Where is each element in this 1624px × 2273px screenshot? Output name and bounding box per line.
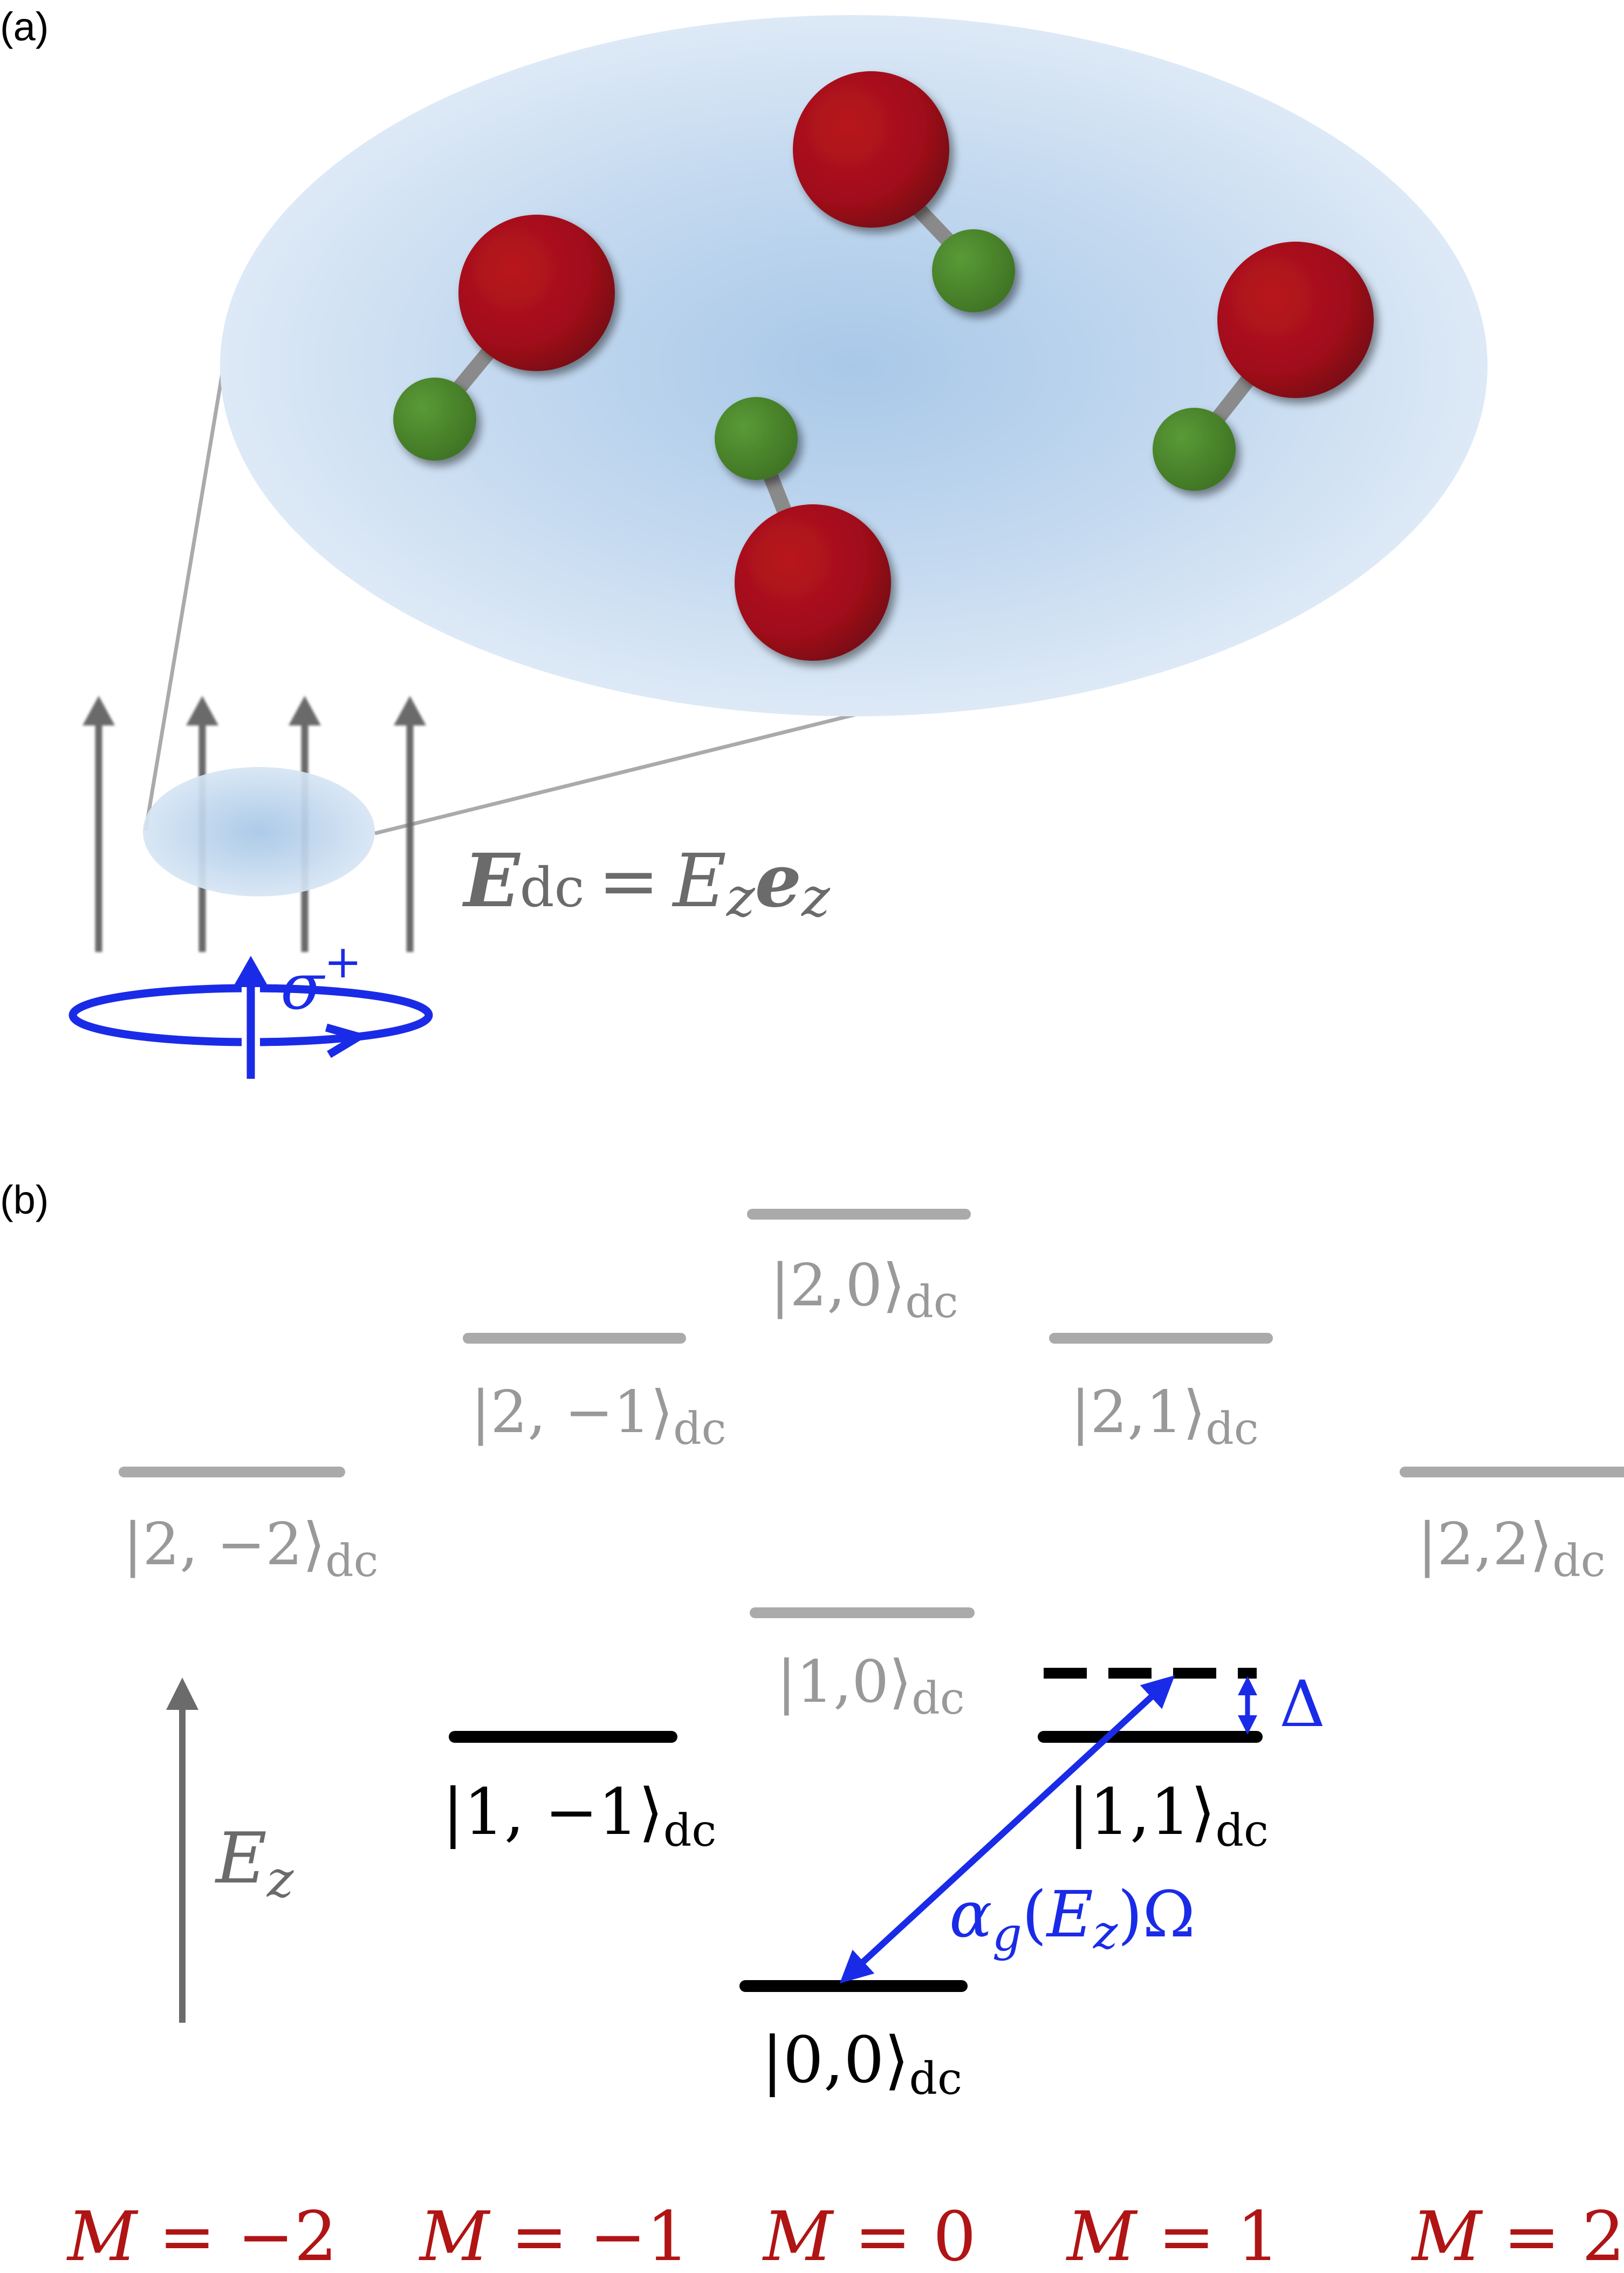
panel-a-label: (a) [0,4,49,49]
zoom-line-lower [374,713,855,836]
molecule-3 [1153,242,1374,491]
zoom-line-upper [143,364,226,831]
coupling-label: αg(Ez)Ω [949,1877,1195,1962]
hydrogen-atom [1153,408,1236,491]
hydrogen-atom [932,229,1015,312]
ket-2-1: |2,1⟩dc [1071,1379,1259,1455]
ket-2-m1: |2, −1⟩dc [471,1379,727,1455]
edc-subscript: dc [520,856,585,919]
m-label-minus-2: M = −2 [66,2197,337,2273]
energy-axis-label: Ez [215,1817,294,1909]
unit-vector-subscript: z [801,866,831,929]
oxygen-atom [735,504,891,661]
m-label-minus-1: M = −1 [419,2197,689,2273]
ket-1-1: |1,1⟩dc [1068,1775,1269,1857]
field-equation: Edc=Ezez [462,838,831,929]
hydrogen-atom [393,378,476,461]
oxygen-atom [1217,242,1374,398]
edc-symbol: E [462,838,521,924]
polarization-icon [68,956,433,1079]
ket-2-2: |2,2⟩dc [1417,1511,1606,1587]
ez-symbol: E [671,839,727,924]
oxygen-atom [793,71,949,228]
ez-subscript: z [726,866,756,929]
ket-2-0: |2,0⟩dc [770,1252,958,1328]
coupling-arrow [839,1675,1175,1984]
ket-2-m2: |2, −2⟩dc [123,1511,379,1587]
ket-1-m1: |1, −1⟩dc [442,1775,716,1857]
equals-sign: = [598,839,660,924]
oxygen-atom [458,215,615,371]
m-label-0: M = 0 [762,2197,976,2273]
panel-b-label: (b) [0,1177,49,1222]
levels-n2 [119,1209,1624,1618]
sigma-plus-label: σ+ [280,935,362,1024]
ket-0-0: |0,0⟩dc [762,2023,962,2105]
m-label-1: M = 1 [1066,2197,1280,2273]
ket-1-0: |1,0⟩dc [777,1648,965,1724]
m-labels: M = −2 M = −1 M = 0 M = 1 M = 2 [66,2197,1624,2273]
m-label-2: M = 2 [1411,2197,1624,2273]
molecule-cloud [220,15,1488,716]
unit-vector: e [755,838,802,924]
detuning-label: Δ [1279,1667,1325,1741]
hydrogen-atom [715,397,798,480]
small-cloud [143,767,375,896]
molecule-2 [393,215,615,461]
molecule-4 [715,397,891,661]
molecule-1 [793,71,1015,312]
